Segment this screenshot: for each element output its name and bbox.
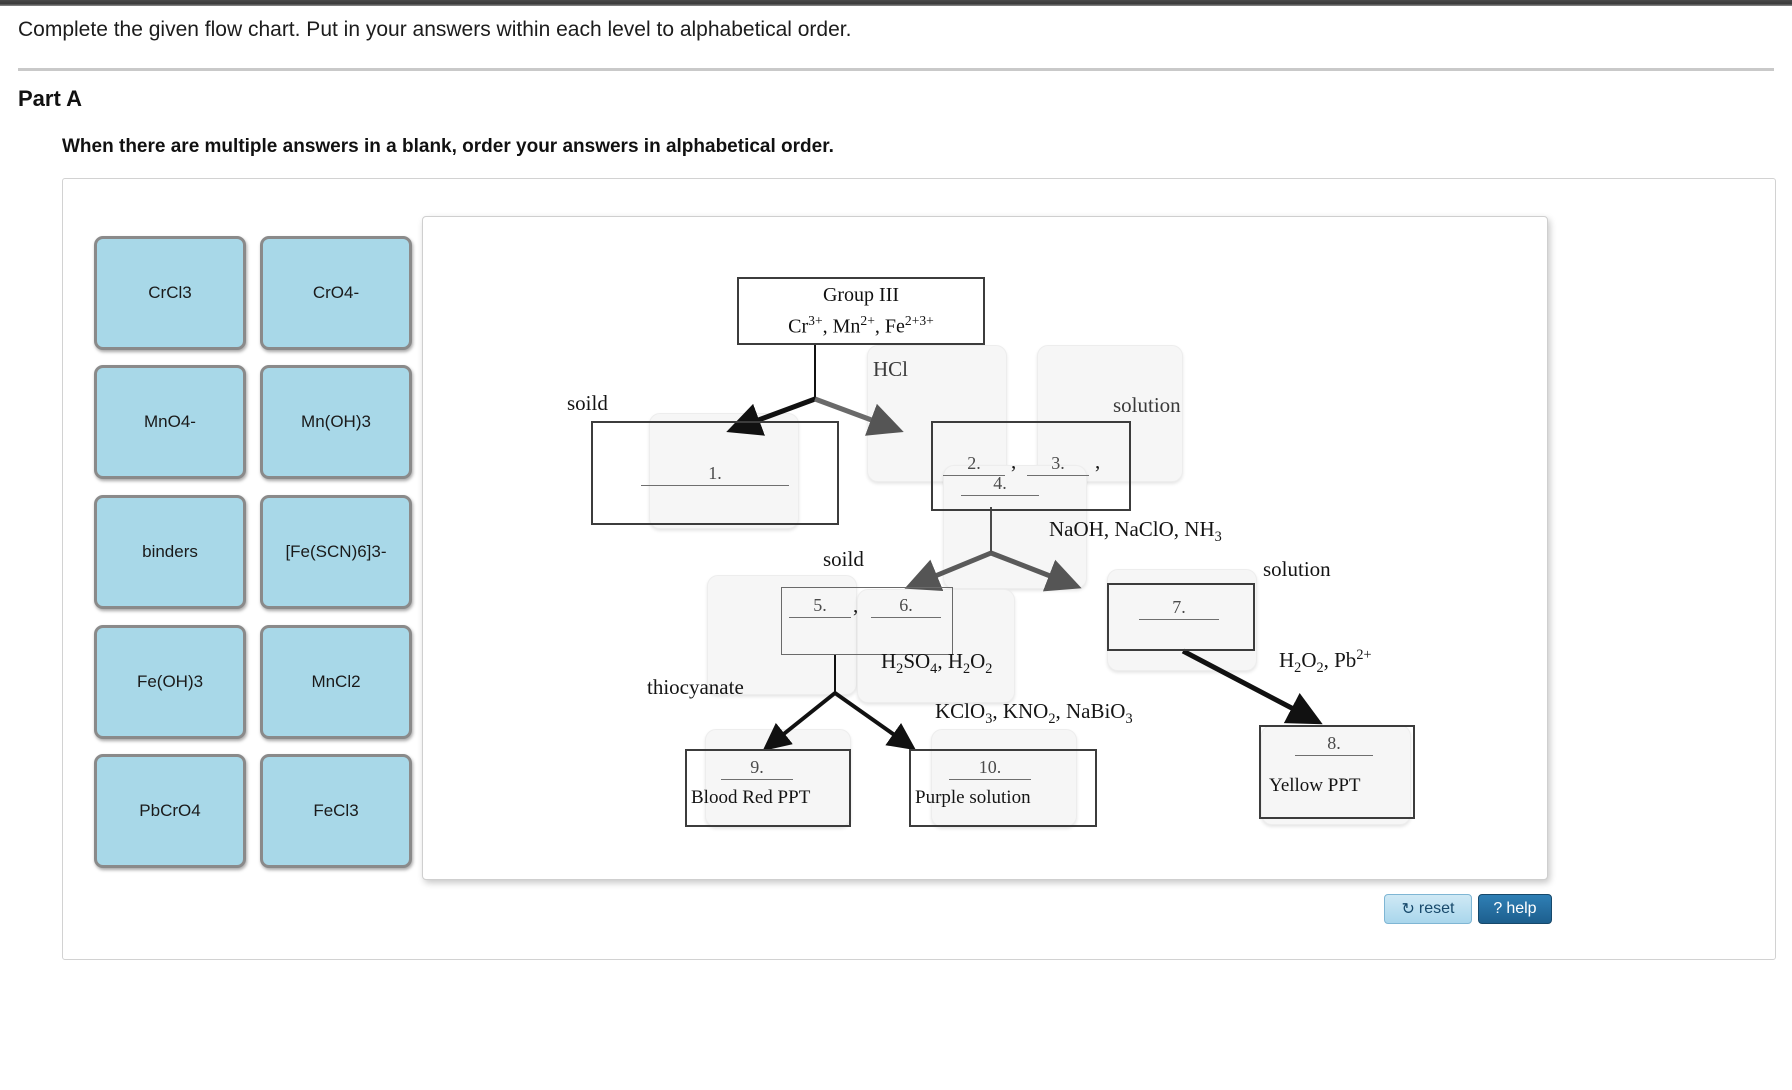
root-box <box>737 277 985 345</box>
root-line-2: Cr3+, Mn2+, Fe2+3+ <box>788 313 934 338</box>
blank-4[interactable]: 4. <box>961 473 1039 496</box>
divider <box>18 68 1774 71</box>
branch-label-solution-1: solution <box>1113 393 1181 417</box>
blank-1[interactable]: 1. <box>641 463 789 486</box>
blank-2[interactable]: 2. <box>943 453 1005 476</box>
branch-label-solid-1: soild <box>567 391 608 415</box>
result-blood-red: Blood Red PPT <box>691 787 811 808</box>
answer-tile-crcl3[interactable]: CrCl3 <box>94 236 246 350</box>
root-line-1: Group III <box>822 284 900 306</box>
result-yellow: Yellow PPT <box>1269 775 1361 796</box>
answer-tile-fecl3[interactable]: FeCl3 <box>260 754 412 868</box>
drop-slot-ghost-7[interactable] <box>1107 569 1257 671</box>
answer-tile-pbcro4[interactable]: PbCrO4 <box>94 754 246 868</box>
reagent-naoh-naclo-nh3: NaOH, NaClO, NH3 <box>1049 517 1222 546</box>
drop-slot-ghost-8[interactable] <box>1261 725 1411 825</box>
comma-2-3: , <box>1011 449 1017 473</box>
drop-slot-ghost-6[interactable] <box>857 589 1015 703</box>
blank-7[interactable]: 7. <box>1139 597 1219 620</box>
window-top-bar <box>0 0 1792 6</box>
help-button-label: help <box>1506 900 1537 917</box>
part-title: Part A <box>18 86 82 111</box>
blank-8[interactable]: 8. <box>1295 733 1373 756</box>
drop-slot-ghost-solution1[interactable] <box>1037 345 1183 482</box>
flow-connectors <box>726 345 1323 751</box>
branch-label-thiocyanate: thiocyanate <box>647 675 744 699</box>
answer-tile-mnoh3[interactable]: Mn(OH)3 <box>260 365 412 479</box>
reset-button-label: reset <box>1418 900 1455 917</box>
box-blank-1[interactable] <box>591 421 839 525</box>
flow-chart-canvas[interactable]: Group III Cr3+, Mn2+, Fe2+3+ 1. 2. , 3. … <box>422 216 1548 880</box>
answer-tile-feoh3[interactable]: Fe(OH)3 <box>94 625 246 739</box>
help-button[interactable]: ? help <box>1478 894 1552 924</box>
box-blank-56[interactable] <box>781 587 953 655</box>
drop-slot-ghost-1[interactable] <box>649 413 799 529</box>
reagent-h2so4-h2o2: H2SO4, H2O2 <box>881 649 993 678</box>
box-blank-8[interactable] <box>1259 725 1415 819</box>
answer-tile-mncl2[interactable]: MnCl2 <box>260 625 412 739</box>
refresh-icon: ↻ <box>1401 901 1415 918</box>
reagent-kclo3-kno2-nabio3: KClO3, KNO2, NaBiO3 <box>935 699 1133 728</box>
question-prompt: Complete the given flow chart. Put in yo… <box>18 18 852 41</box>
answer-tile-cro4[interactable]: CrO4- <box>260 236 412 350</box>
root-box-text: Group III Cr3+, Mn2+, Fe2+3+ <box>737 283 985 340</box>
result-purple: Purple solution <box>915 787 1031 808</box>
answer-tile-binders[interactable]: binders <box>94 495 246 609</box>
reset-button[interactable]: ↻ reset <box>1384 894 1472 924</box>
blank-9[interactable]: 9. <box>721 757 793 780</box>
blank-10[interactable]: 10. <box>949 757 1031 780</box>
box-blank-23[interactable] <box>931 421 1131 511</box>
blank-6[interactable]: 6. <box>871 595 941 618</box>
comma-3-trailing: , <box>1095 449 1101 473</box>
part-instruction: When there are multiple answers in a bla… <box>62 136 834 157</box>
box-blank-9[interactable] <box>685 749 851 827</box>
branch-label-solution-2: solution <box>1263 557 1331 581</box>
answer-tile-fescn6[interactable]: [Fe(SCN)6]3- <box>260 495 412 609</box>
blank-3[interactable]: 3. <box>1027 453 1089 476</box>
reagent-hcl: HCl <box>873 357 909 381</box>
drop-slot-ghost-5[interactable] <box>707 575 857 695</box>
comma-5-6: , <box>853 593 859 617</box>
answer-tile-mno4[interactable]: MnO4- <box>94 365 246 479</box>
box-blank-10[interactable] <box>909 749 1097 827</box>
reagent-h2o2-pb: H2O2, Pb2+ <box>1279 647 1372 677</box>
branch-label-solid-2: soild <box>823 547 864 571</box>
question-icon: ? <box>1493 900 1503 917</box>
box-blank-7[interactable] <box>1107 583 1255 651</box>
blank-5[interactable]: 5. <box>789 595 851 618</box>
